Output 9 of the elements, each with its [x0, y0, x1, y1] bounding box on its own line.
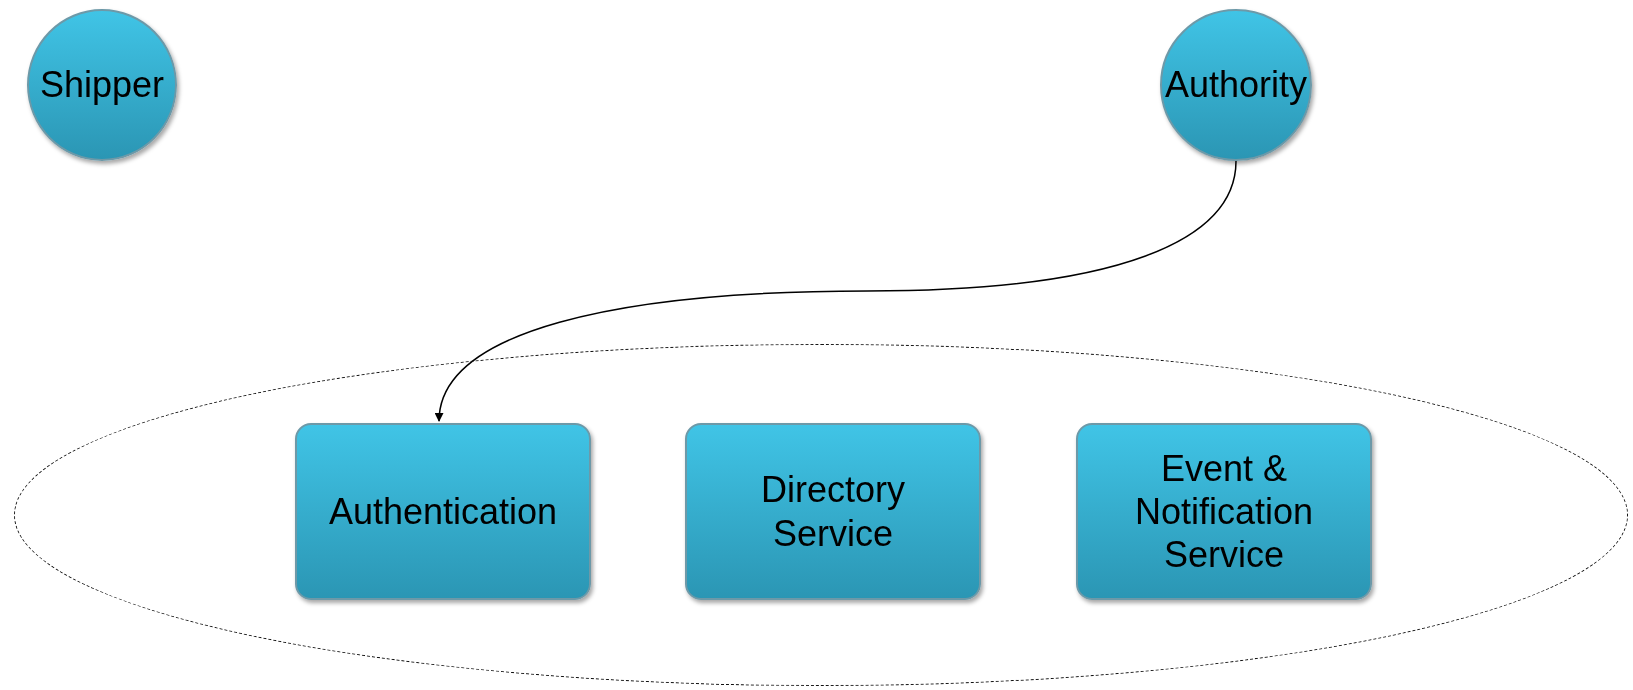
service-box — [1076, 423, 1372, 600]
curved-arrow — [435, 160, 1237, 422]
service-box — [685, 423, 981, 600]
node-label: Event & Notification Service — [1133, 446, 1315, 577]
node-label: Shipper — [39, 63, 165, 107]
node-label: Authority — [1164, 63, 1308, 107]
node-label: Directory Service — [760, 468, 906, 555]
node-label: Authentication — [328, 489, 558, 534]
service-box — [295, 423, 591, 600]
